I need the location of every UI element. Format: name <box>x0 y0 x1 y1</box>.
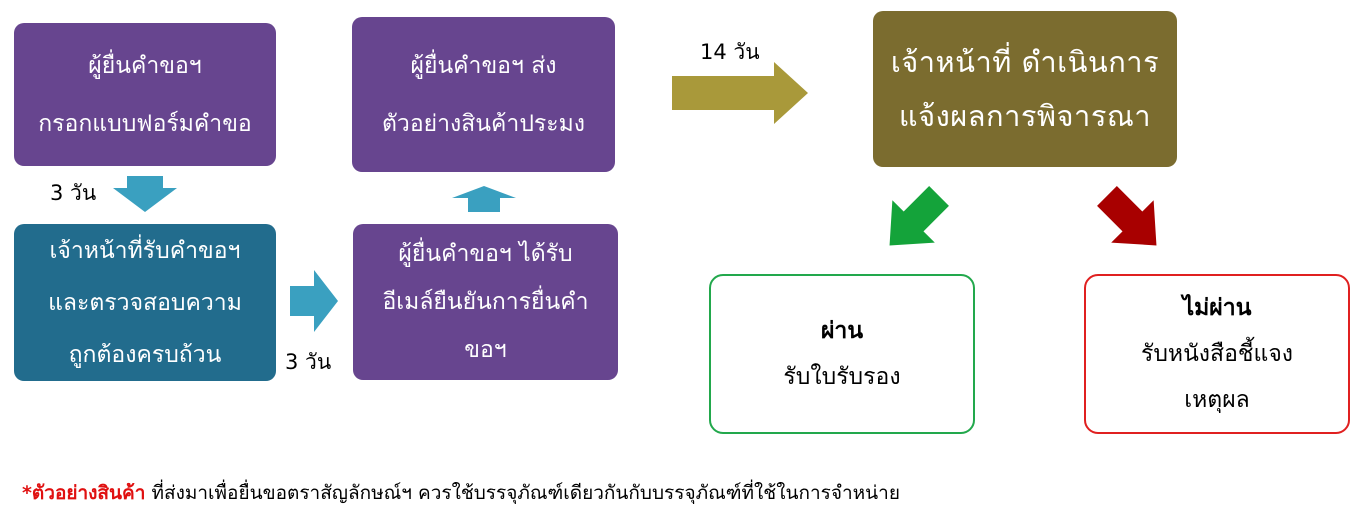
step-officer-result-line-1: เจ้าหน้าที่ ดำเนินการ <box>890 45 1160 79</box>
step-send-sample-line-1: ผู้ยื่นคำขอฯ ส่ง <box>410 52 557 79</box>
arrow-down-to-check <box>113 176 177 212</box>
step-fill-form-line-2: กรอกแบบฟอร์มคำขอ <box>38 110 252 137</box>
step-officer-check: เจ้าหน้าที่รับคำขอฯ และตรวจสอบความ ถูกต้… <box>14 224 276 381</box>
outcome-fail-detail-line-1: รับหนังสือชี้แจง <box>1140 341 1294 367</box>
footnote-highlight: *ตัวอย่างสินค้า <box>22 482 146 504</box>
step-officer-check-line-1: เจ้าหน้าที่รับคำขอฯ <box>49 237 241 264</box>
outcome-pass-title: ผ่าน <box>820 318 864 344</box>
step-email-confirm-line-1: ผู้ยื่นคำขอฯ ได้รับ <box>398 241 573 267</box>
step-officer-check-line-3: ถูกต้องครบถ้วน <box>68 341 222 368</box>
outcome-fail: ไม่ผ่าน รับหนังสือชี้แจง เหตุผล <box>1084 274 1350 434</box>
arrow-down-right-to-fail <box>1097 186 1157 246</box>
step-send-sample-line-2: ตัวอย่างสินค้าประมง <box>381 110 586 137</box>
step-officer-result: เจ้าหน้าที่ ดำเนินการ แจ้งผลการพิจารณา <box>873 11 1177 167</box>
arrow-up-to-sample <box>452 186 516 212</box>
step-fill-form: ผู้ยื่นคำขอฯ กรอกแบบฟอร์มคำขอ <box>14 23 276 166</box>
duration-to-officer: 14 วัน <box>700 40 760 64</box>
step-email-confirm: ผู้ยื่นคำขอฯ ได้รับ อีเมล์ยืนยันการยื่นค… <box>353 224 618 380</box>
step-email-confirm-line-2: อีเมล์ยืนยันการยื่นคำ <box>382 289 589 315</box>
footnote: *ตัวอย่างสินค้า ที่ส่งมาเพื่อยื่นขอตราสั… <box>22 478 900 508</box>
step-officer-check-line-2: และตรวจสอบความ <box>48 289 242 316</box>
step-fill-form-line-1: ผู้ยื่นคำขอฯ <box>88 52 202 79</box>
arrow-down-left-to-pass <box>889 186 949 246</box>
step-email-confirm-line-3: ขอฯ <box>464 337 507 363</box>
step-send-sample: ผู้ยื่นคำขอฯ ส่ง ตัวอย่างสินค้าประมง <box>352 17 615 172</box>
outcome-fail-detail-line-2: เหตุผล <box>1184 387 1250 413</box>
duration-to-check: 3 วัน <box>50 181 97 205</box>
outcome-fail-title: ไม่ผ่าน <box>1182 295 1252 321</box>
arrow-right-to-email <box>290 270 338 332</box>
footnote-text: ที่ส่งมาเพื่อยื่นขอตราสัญลักษณ์ฯ ควรใช้บ… <box>145 482 900 504</box>
outcome-pass-detail: รับใบรับรอง <box>783 364 901 390</box>
outcome-pass: ผ่าน รับใบรับรอง <box>709 274 975 434</box>
duration-to-email: 3 วัน <box>285 350 332 374</box>
step-officer-result-line-2: แจ้งผลการพิจารณา <box>898 99 1152 133</box>
arrow-right-to-officer <box>672 62 808 124</box>
